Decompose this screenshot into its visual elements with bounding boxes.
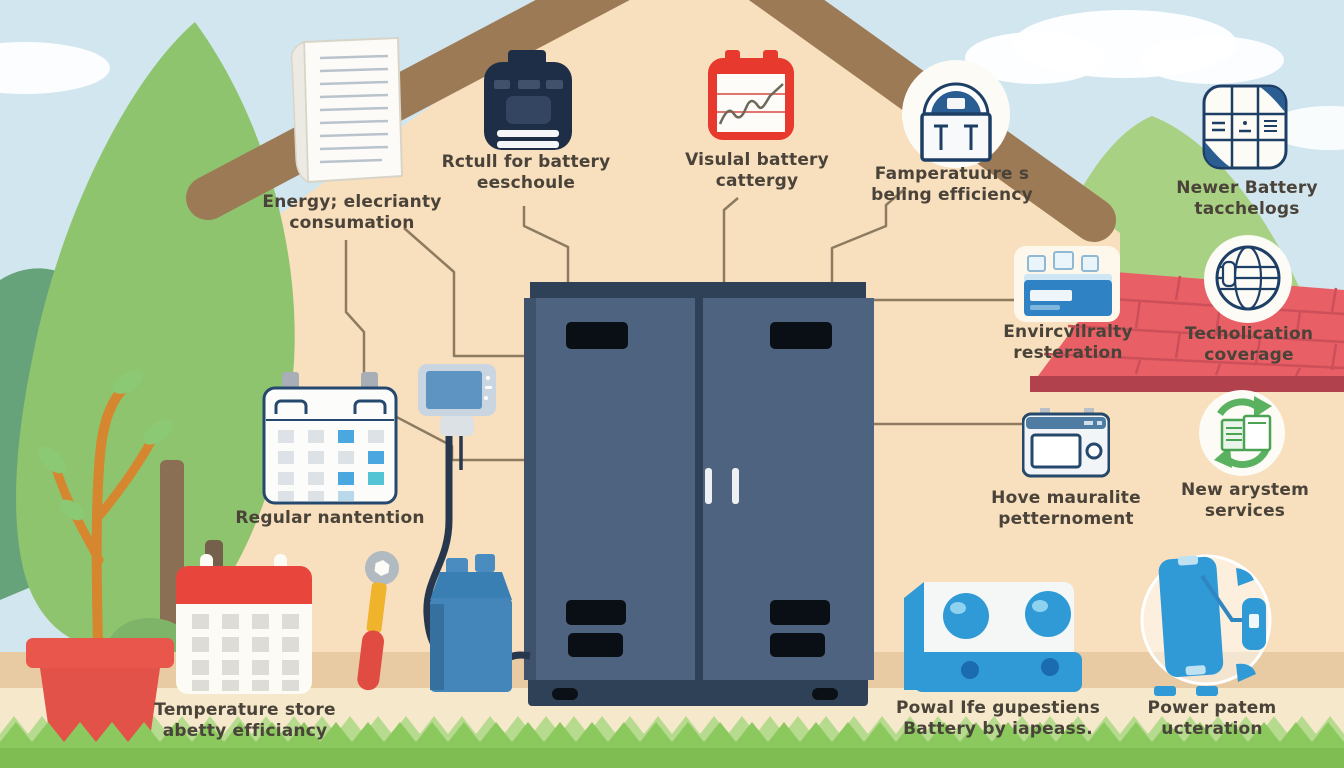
calendar-icon bbox=[262, 372, 398, 510]
label-line: consumation bbox=[289, 213, 415, 234]
label-power-life: Powal Ife gupestiens Battery by iapeass. bbox=[858, 698, 1138, 741]
canister-icon bbox=[430, 554, 512, 692]
label-line: Visulal battery bbox=[685, 150, 829, 170]
phone-icon bbox=[1140, 548, 1282, 702]
label-line: Power patem bbox=[1147, 698, 1277, 718]
battery-charger-icon bbox=[482, 50, 574, 156]
label-line: Regular nantention bbox=[235, 508, 425, 528]
microwave-icon bbox=[1021, 408, 1111, 484]
label-regular-maintenance: Regular nantention bbox=[210, 508, 450, 529]
label-coverage: Techolication coverage bbox=[1149, 324, 1344, 367]
label-line: services bbox=[1204, 501, 1286, 522]
label-line: tacchelogs bbox=[1194, 199, 1300, 220]
cabinet-handle-left[interactable] bbox=[705, 468, 712, 504]
chart-calendar-icon bbox=[708, 50, 794, 146]
label-newer-battery: Newer Battery tacchelogs bbox=[1147, 178, 1344, 221]
label-line: New arystem bbox=[1180, 480, 1309, 500]
label-line: resteration bbox=[1013, 343, 1123, 364]
cabinet-vents bbox=[566, 322, 832, 657]
label-line: Newer Battery bbox=[1176, 178, 1318, 198]
label-line: coverage bbox=[1204, 345, 1294, 366]
label-line: Rctull for battery bbox=[441, 152, 611, 172]
label-line: eeschoule bbox=[476, 173, 576, 194]
label-line: Techolication bbox=[1184, 324, 1314, 344]
label-visual-battery: Visulal battery cattergy bbox=[647, 150, 867, 193]
label-line: Famperatuure s bbox=[874, 164, 1030, 184]
label-line: Energy; elecrianty bbox=[262, 192, 442, 212]
label-temperature-store: Temperature store abetty efficiancy bbox=[115, 700, 375, 743]
grid-panel-icon bbox=[1202, 84, 1288, 174]
notepad-icon bbox=[286, 36, 412, 192]
recycle-icon bbox=[1196, 390, 1288, 480]
grass-base bbox=[0, 748, 1344, 768]
red-calendar-icon bbox=[176, 554, 312, 702]
cabinet-handle-right[interactable] bbox=[732, 468, 739, 504]
label-temperature-efficiency: Famperatuure s beling efficiency bbox=[832, 164, 1072, 207]
label-line: abetty efficiancy bbox=[162, 721, 328, 742]
wrench-icon bbox=[357, 551, 399, 691]
label-line: ucteration bbox=[1161, 719, 1263, 740]
label-battery-schedule: Rctull for battery eeschoule bbox=[406, 152, 646, 195]
monitor-plug-icon bbox=[416, 360, 500, 444]
label-line: petternoment bbox=[998, 509, 1134, 530]
pot-plant bbox=[26, 370, 174, 752]
battery-cabinet bbox=[524, 282, 874, 706]
label-line: Battery by iapeass. bbox=[903, 719, 1093, 740]
label-line: cattergy bbox=[715, 171, 799, 192]
label-enviro-restoration: Envircvilralty resteration bbox=[958, 322, 1178, 365]
label-home-betterment: Hove mauralite petternoment bbox=[946, 488, 1186, 531]
battery-icon bbox=[1014, 246, 1120, 330]
label-energy-consumption: Energy; elecrianty consumation bbox=[232, 192, 472, 235]
label-power-pattern: Power patem ucteration bbox=[1102, 698, 1322, 741]
roof-beams bbox=[186, 0, 1116, 242]
label-line: Powal Ife gupestiens bbox=[895, 698, 1101, 718]
label-line: beling efficiency bbox=[871, 185, 1033, 206]
label-line: Envircvilralty bbox=[1003, 322, 1133, 342]
battery-unit-icon bbox=[900, 572, 1086, 704]
label-new-services: New arystem services bbox=[1145, 480, 1344, 523]
globe-icon bbox=[1203, 234, 1293, 328]
connector-lines bbox=[344, 187, 1022, 462]
dome-gauge-icon bbox=[900, 58, 1012, 174]
label-line: Temperature store bbox=[154, 700, 336, 720]
label-line: Hove mauralite bbox=[991, 488, 1141, 508]
